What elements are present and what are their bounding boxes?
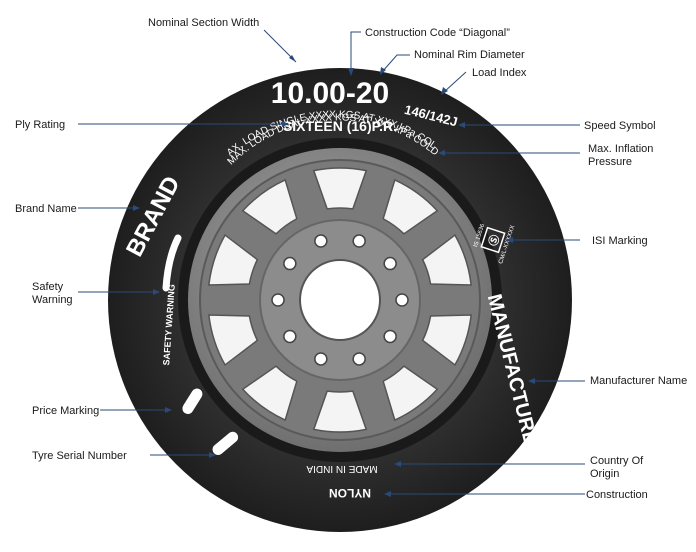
serial-number-oval: [212, 431, 239, 455]
rim-window: [421, 233, 472, 286]
label-tyre-serial-number: Tyre Serial Number: [32, 450, 127, 462]
arrow-load-index: [441, 87, 448, 95]
rim-window: [312, 390, 368, 433]
label-ply-rating: Ply Rating: [15, 119, 65, 131]
leader-load-index: [443, 71, 467, 93]
label-country-of-origin-1: Country Of: [590, 455, 644, 467]
rim-window: [208, 314, 259, 367]
label-speed-symbol: Speed Symbol: [584, 120, 656, 132]
arrow-speed-symbol: [458, 122, 465, 128]
rim-window: [241, 178, 298, 235]
rim-bolts: [271, 234, 409, 366]
arrow-construction: [384, 491, 391, 497]
arrow-rim-diameter: [380, 67, 386, 75]
label-construction: Construction: [586, 489, 648, 501]
arrow-brand-name: [133, 205, 140, 211]
rim-bolt-hole: [383, 329, 397, 344]
label-safety-warning-1: Safety: [32, 281, 64, 293]
price-marking-oval: [182, 388, 203, 414]
arrow-inflation-pressure: [438, 150, 445, 156]
rim-bolt-hole: [383, 256, 397, 271]
label-country-of-origin-2: Origin: [590, 468, 619, 480]
label-max-inflation-pressure-2: Pressure: [588, 156, 632, 168]
arrow-construction-code: [348, 68, 354, 76]
label-price-marking: Price Marking: [32, 405, 99, 417]
rim-center-hole: [299, 259, 381, 341]
rim-windows: [208, 167, 472, 433]
isi-symbol: Ⓢ: [486, 233, 503, 248]
arrow-serial-number: [209, 452, 216, 458]
label-construction-code: Construction Code “Diagonal”: [365, 27, 510, 39]
rim-window: [382, 365, 439, 422]
construction-text: NYLON: [329, 486, 371, 500]
rim-bolt-hole: [271, 293, 285, 307]
rim-bolt-hole: [352, 234, 366, 248]
arrow-manufacturer-name: [528, 378, 535, 384]
rim-window: [312, 167, 368, 210]
ply-rating-text: SIXTEEN (16)P.R.: [283, 118, 397, 134]
rim-bolt-hole: [283, 256, 297, 271]
rim-bolt-hole: [352, 352, 366, 366]
label-manufacturer-name: Manufacturer Name: [590, 375, 687, 387]
rim-bolt-hole: [314, 234, 328, 248]
rim-window: [382, 178, 439, 235]
label-brand-name: Brand Name: [15, 203, 77, 215]
arrow-isi-marking: [506, 237, 513, 243]
isi-box: [480, 226, 506, 254]
leader-rim-diameter: [381, 54, 410, 73]
leader-construction-code: [350, 31, 361, 72]
label-nominal-section-width: Nominal Section Width: [148, 17, 259, 29]
label-max-inflation-pressure-1: Max. Inflation: [588, 143, 653, 155]
leader-lines: [78, 29, 585, 497]
rim-bolt-hole: [314, 352, 328, 366]
arrow-section-width: [289, 55, 296, 62]
arrow-safety-warning: [153, 289, 160, 295]
arrow-ply-rating: [282, 121, 289, 127]
label-safety-warning-2: Warning: [32, 294, 73, 306]
label-nominal-rim-diameter: Nominal Rim Diameter: [414, 49, 525, 61]
label-isi-marking: ISI Marking: [592, 235, 648, 247]
tyre: [108, 68, 572, 532]
rim-bolt-hole: [283, 329, 297, 344]
brand-stripe: [162, 234, 182, 292]
arrow-price-marking: [165, 407, 172, 413]
label-load-index: Load Index: [472, 67, 527, 79]
rim-window: [241, 365, 298, 422]
rim-window: [421, 314, 472, 367]
rim-bolt-hole: [395, 293, 409, 307]
made-in-text: MADE IN INDIA: [306, 463, 377, 474]
rim-window: [208, 233, 259, 286]
tyre-size-text: 10.00-20: [271, 77, 389, 110]
arrow-country-of-origin: [394, 461, 401, 467]
